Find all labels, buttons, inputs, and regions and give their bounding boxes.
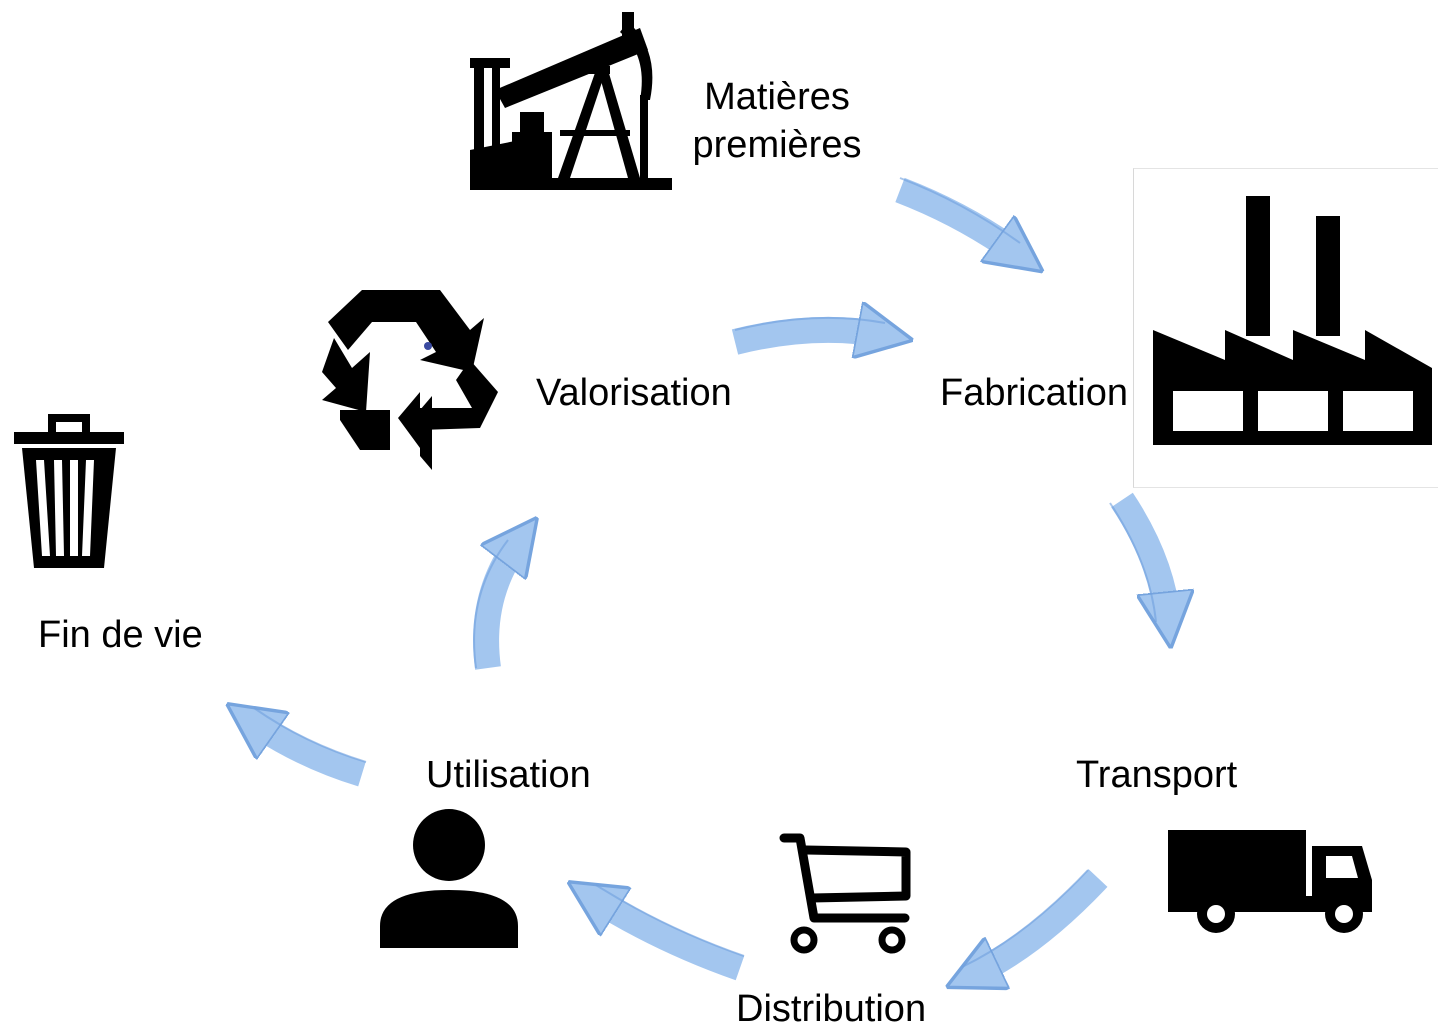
- arrow-manufacturing-to-transport: [1111, 492, 1168, 620]
- raw-materials-line1: Matières: [704, 76, 850, 118]
- distribution-label: Distribution: [736, 988, 927, 1024]
- transport-label: Transport: [1076, 754, 1238, 796]
- raw-materials-line2: premières: [692, 123, 862, 166]
- factory-frame: [1133, 168, 1438, 488]
- arrow-transport-to-distribution: [972, 869, 1108, 975]
- arrow-raw-to-manufacturing: [895, 177, 1020, 255]
- recovery-label: Valorisation: [536, 372, 732, 414]
- arrow-distribution-to-use: [592, 897, 745, 981]
- arrow-recovery-to-manufacturing: [731, 330, 885, 342]
- end-of-life-label: Fin de vie: [38, 614, 203, 656]
- arrow-use-to-end-of-life: [250, 720, 366, 787]
- manufacturing-label: Fabrication: [940, 372, 1128, 414]
- arrow-use-to-recovery: [473, 540, 520, 670]
- use-label: Utilisation: [426, 754, 591, 796]
- raw-materials-label: Matières premières: [672, 74, 882, 169]
